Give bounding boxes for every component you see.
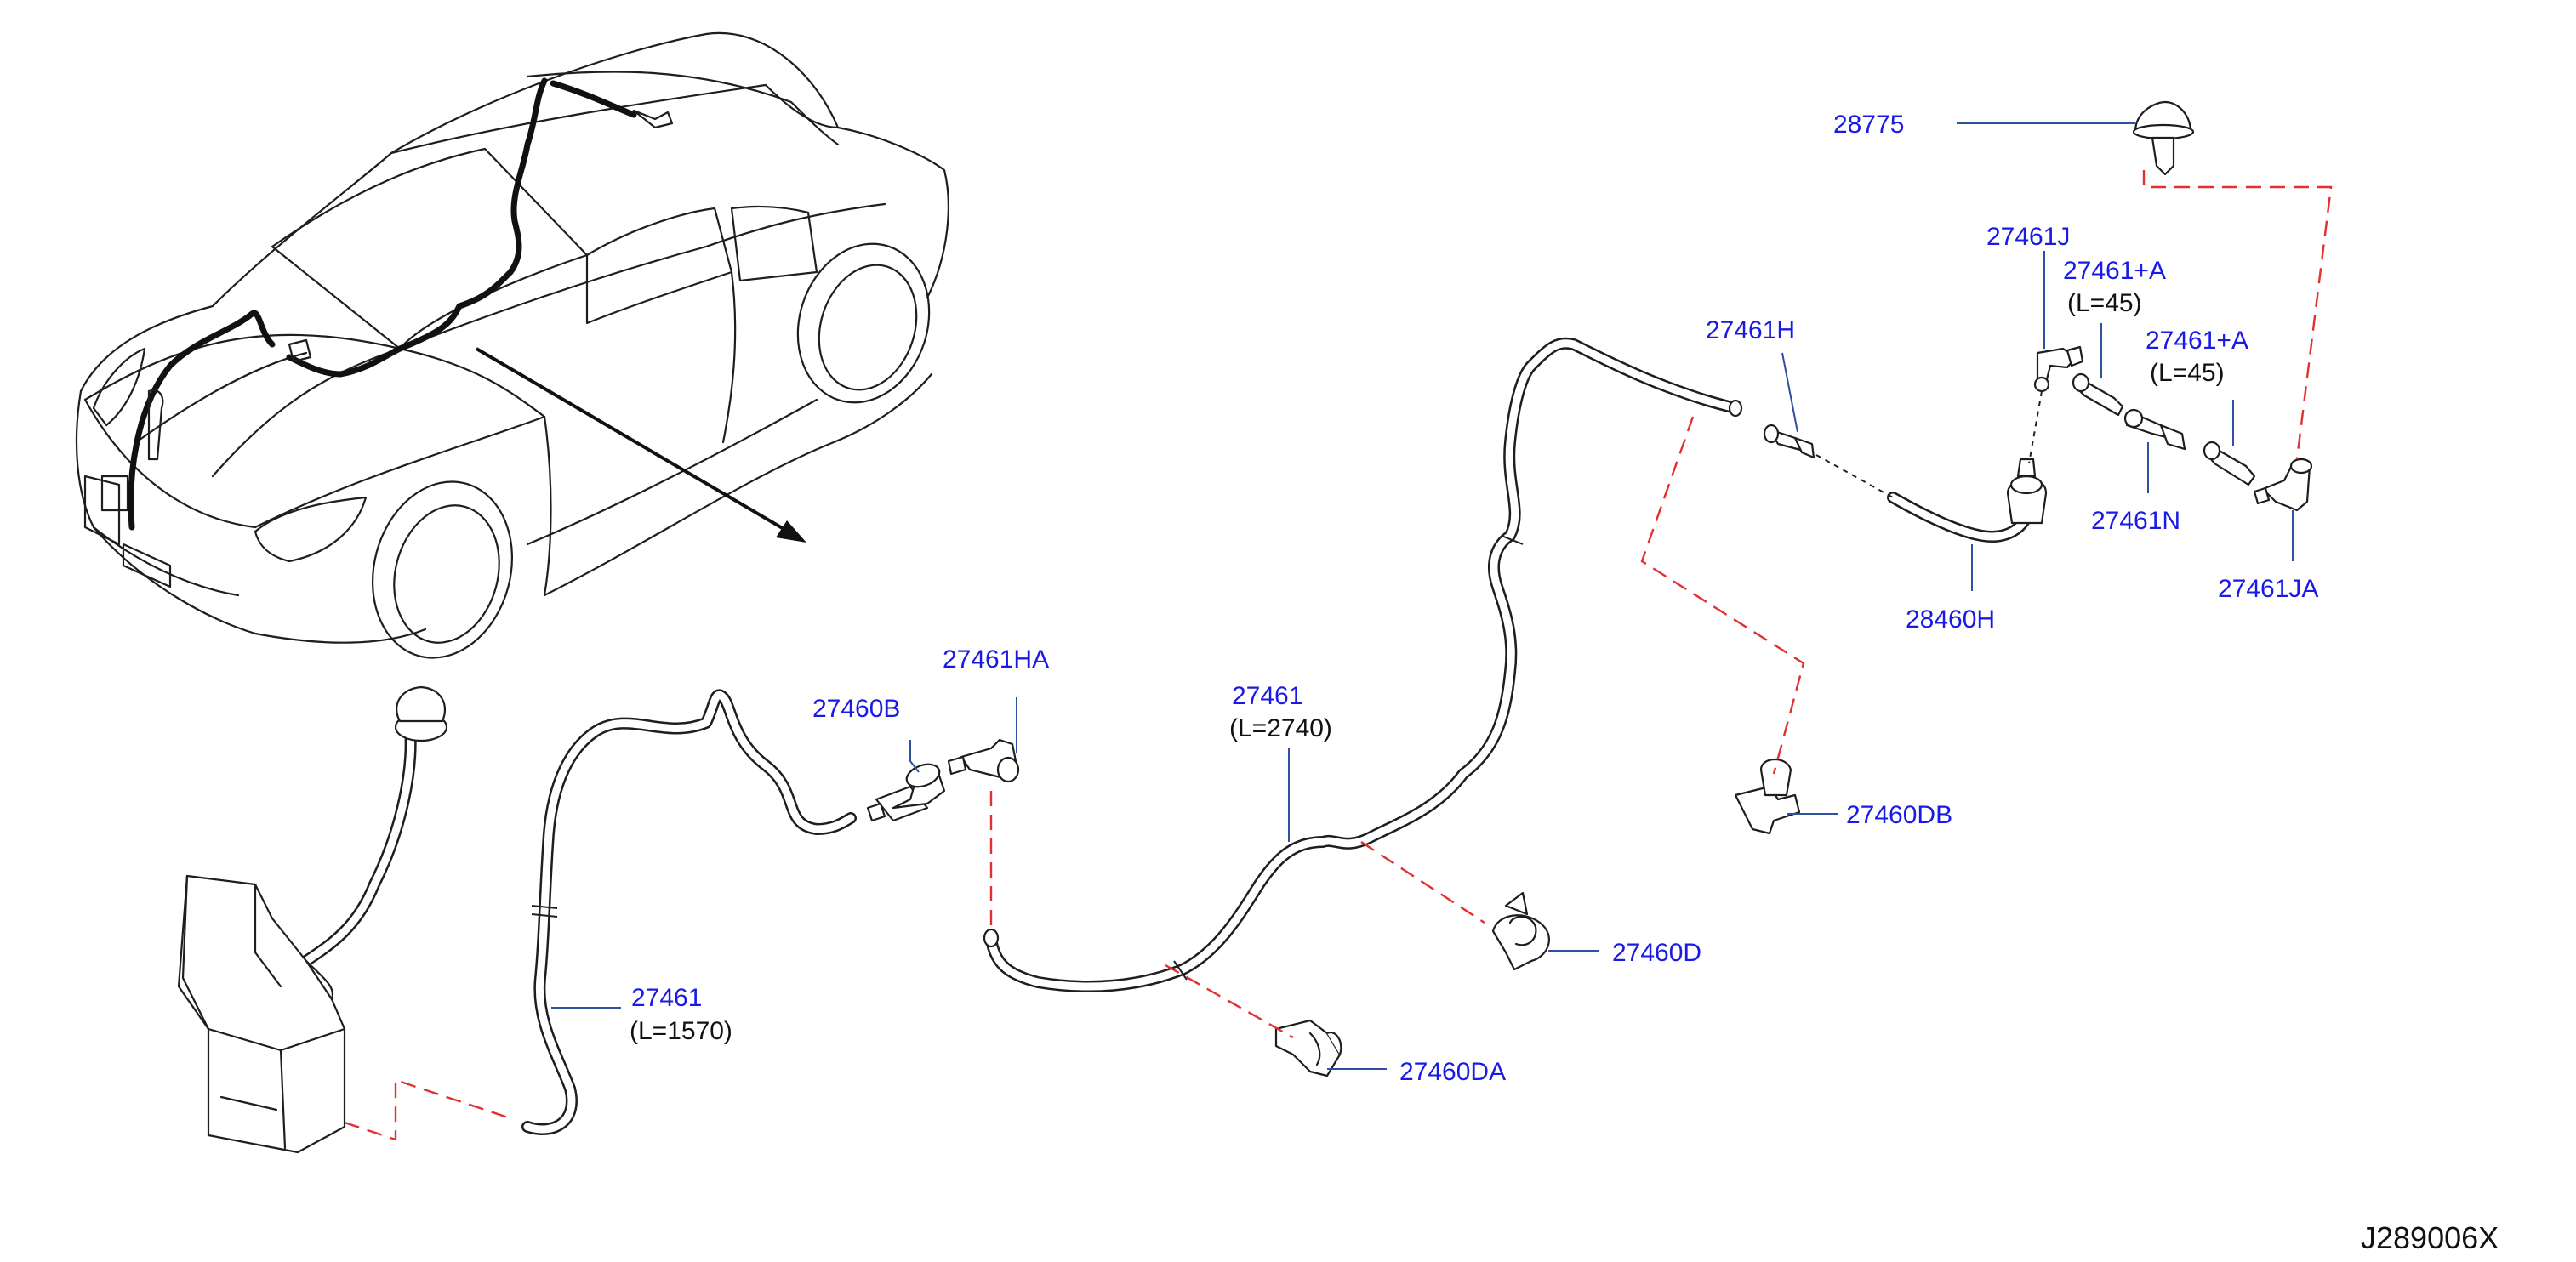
hose-27461-main: [983, 337, 1743, 992]
nozzle-28460H: [1887, 458, 2048, 543]
label-27461A-2-length: (L=45): [2150, 359, 2225, 387]
label-28775: 28775: [1833, 111, 1904, 139]
label-27461-main-length: (L=2740): [1229, 714, 1332, 742]
label-27461A-1: 27461+A: [2063, 257, 2166, 285]
car-illustration: [75, 31, 949, 659]
connector-27461N: [2123, 408, 2186, 451]
tube-27461A-2: [2203, 441, 2256, 486]
leader-lines: [551, 122, 2294, 1070]
label-27460B: 27460B: [812, 695, 900, 723]
hose-27461-lower: [521, 689, 857, 1135]
elbow-27461HA: [947, 738, 1020, 783]
check-valve-27460B: [866, 763, 946, 822]
joint-27461J: [2033, 345, 2084, 393]
label-27461J: 27461J: [1986, 223, 2070, 251]
label-27461-lower: 27461: [631, 984, 702, 1012]
label-27460DA: 27460DA: [1399, 1058, 1506, 1086]
label-27461-lower-length: (L=1570): [630, 1017, 732, 1045]
label-27461HA: 27461HA: [943, 645, 1049, 674]
label-27460DB: 27460DB: [1846, 801, 1952, 829]
label-27461A-1-length: (L=45): [2067, 289, 2142, 317]
elbow-27461JA: [2253, 458, 2313, 512]
tube-27461A-1: [2072, 372, 2124, 417]
label-28460H: 28460H: [1906, 605, 1995, 634]
diagram-code: J289006X: [2361, 1220, 2499, 1255]
washer-tank: [177, 685, 448, 1154]
label-27460D: 27460D: [1612, 939, 1701, 967]
label-27461-main: 27461: [1232, 682, 1302, 710]
clip-27460DA: [1274, 1019, 1342, 1077]
label-27461JA: 27461JA: [2218, 575, 2318, 603]
clip-27460DB: [1734, 758, 1801, 835]
label-27461N: 27461N: [2091, 507, 2180, 535]
clip-28775: [2132, 100, 2195, 176]
label-27461A-2: 27461+A: [2146, 327, 2248, 355]
dashed-links: [344, 170, 2333, 1141]
connector-27461H: [1763, 424, 1815, 459]
clip-27460D: [1491, 891, 1550, 971]
label-27461H: 27461H: [1706, 316, 1795, 344]
alignment-lines: [1815, 390, 2043, 498]
labels: 28775 27461J 27461+A (L=45) 27461+A (L=4…: [630, 111, 2499, 1255]
